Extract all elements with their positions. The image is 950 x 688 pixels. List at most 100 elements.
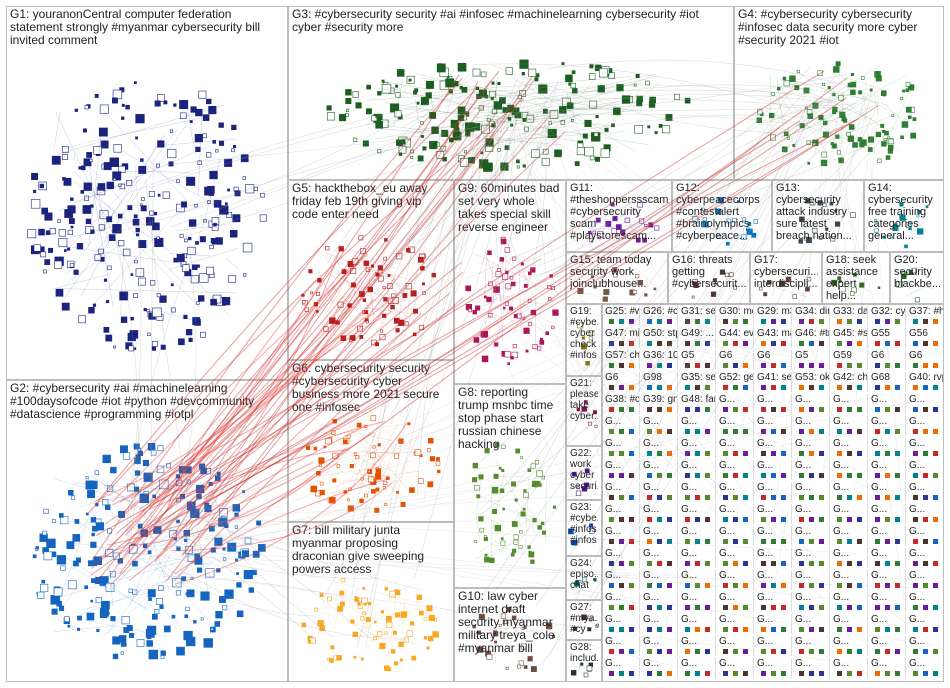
small-group-cell: G... — [605, 504, 640, 524]
small-group-label: G... — [795, 658, 811, 669]
vertex-node — [553, 310, 559, 316]
small-group-nodes — [605, 581, 639, 590]
vertex-node — [723, 561, 728, 566]
small-group-cell: G... — [681, 416, 716, 436]
vertex-node — [857, 341, 862, 346]
vertex-node — [543, 149, 548, 154]
vertex-node — [188, 247, 196, 255]
vertex-node — [45, 260, 50, 265]
vertex-node — [819, 649, 824, 654]
vertex-node — [847, 407, 852, 412]
vertex-node — [364, 261, 369, 266]
vertex-node — [609, 363, 614, 368]
vertex-node — [619, 583, 624, 588]
vertex-node — [460, 86, 463, 89]
vertex-node — [799, 363, 804, 368]
group-edge — [343, 586, 408, 625]
small-group-cell: G... — [909, 416, 944, 436]
small-group-label: G6 — [757, 350, 770, 361]
vertex-node — [228, 543, 236, 551]
small-group-cell: G... — [909, 658, 944, 678]
vertex-node — [589, 422, 592, 425]
group-panel-g1: G1: youranonCentral computer federation … — [6, 6, 288, 380]
vertex-node — [260, 215, 266, 221]
vertex-node — [149, 191, 154, 196]
small-group-label: G30: mehdi... — [719, 306, 754, 317]
vertex-node — [195, 204, 198, 207]
vertex-node — [410, 622, 414, 626]
small-group-nodes — [909, 449, 943, 458]
vertex-node — [378, 266, 383, 271]
vertex-node — [422, 283, 424, 285]
vertex-node — [808, 162, 810, 164]
group-edge — [137, 490, 170, 592]
vertex-node — [819, 385, 824, 390]
vertex-node — [743, 517, 748, 522]
vertex-node — [761, 561, 766, 566]
group-edge — [876, 95, 900, 119]
vertex-node — [895, 539, 900, 544]
vertex-node — [705, 583, 710, 588]
small-group-nodes — [909, 603, 943, 612]
vertex-node — [819, 561, 824, 566]
vertex-node — [723, 539, 728, 544]
vertex-node — [538, 525, 542, 529]
vertex-node — [819, 605, 824, 610]
vertex-node — [418, 156, 423, 161]
vertex-node — [215, 476, 220, 481]
vertex-node — [667, 627, 672, 632]
small-group-nodes — [643, 537, 677, 546]
vertex-node — [520, 530, 523, 533]
small-group-nodes — [871, 383, 905, 392]
vertex-node — [761, 495, 766, 500]
group-edge — [492, 473, 504, 529]
vertex-node — [382, 314, 386, 318]
small-group-cell: G... — [871, 438, 906, 458]
vertex-node — [733, 385, 738, 390]
small-group-nodes — [719, 625, 753, 634]
small-group-label: G... — [681, 592, 697, 603]
small-group-label: G... — [833, 416, 849, 427]
vertex-node — [340, 591, 344, 595]
vertex-node — [481, 72, 486, 77]
small-group-cell: G... — [643, 636, 678, 656]
small-group-nodes — [719, 405, 753, 414]
vertex-node — [761, 671, 766, 676]
small-group-label: G... — [795, 526, 811, 537]
vertex-node — [158, 95, 165, 102]
vertex-node — [314, 302, 318, 306]
small-group-nodes — [871, 515, 905, 524]
group-edge — [512, 511, 540, 520]
vertex-node — [341, 336, 346, 341]
vertex-node — [54, 588, 62, 596]
vertex-node — [243, 177, 246, 180]
small-group-nodes — [643, 339, 677, 348]
vertex-node — [151, 450, 156, 455]
small-group-nodes — [757, 581, 791, 590]
small-group-cell: G... — [719, 570, 754, 590]
vertex-node — [190, 121, 192, 123]
vertex-node — [797, 70, 800, 73]
vertex-node — [79, 167, 82, 170]
vertex-node — [857, 473, 862, 478]
vertex-node — [114, 145, 122, 153]
vertex-node — [619, 451, 624, 456]
small-group-cell: G46: #tru... — [795, 328, 830, 348]
vertex-node — [514, 540, 518, 544]
vertex-node — [837, 451, 842, 456]
vertex-node — [332, 431, 336, 435]
vertex-node — [68, 490, 73, 495]
vertex-node — [837, 407, 842, 412]
vertex-node — [460, 158, 468, 166]
vertex-node — [895, 385, 900, 390]
vertex-node — [200, 332, 205, 337]
small-group-cell: G... — [871, 658, 906, 678]
vertex-node — [210, 171, 218, 179]
small-group-cell: G47: mit... — [605, 328, 640, 348]
vertex-node — [705, 517, 710, 522]
vertex-node — [111, 616, 116, 621]
vertex-node — [511, 482, 515, 486]
small-group-nodes — [605, 449, 639, 458]
vertex-node — [401, 502, 405, 506]
vertex-node — [353, 92, 359, 98]
